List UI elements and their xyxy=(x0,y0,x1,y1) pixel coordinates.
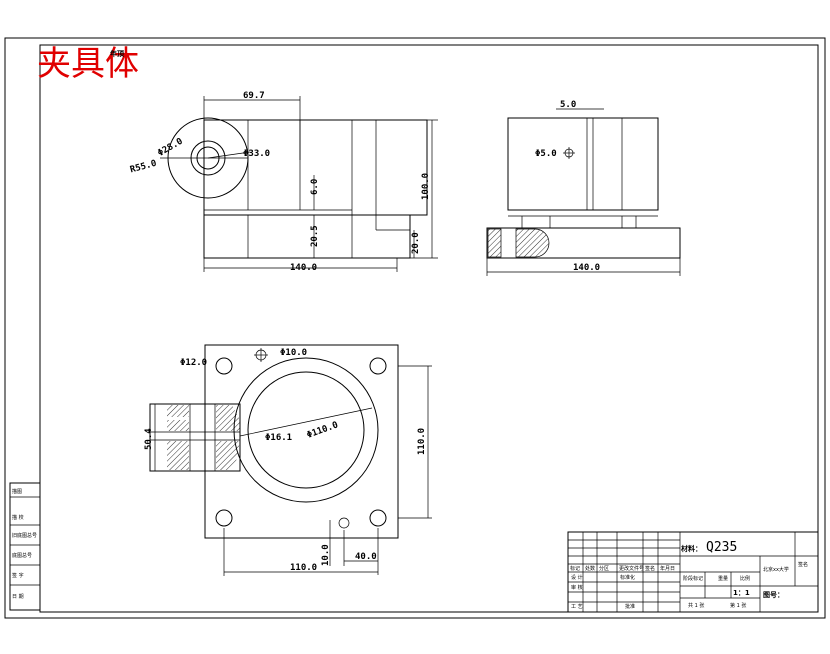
company-name: 北京xx大学 xyxy=(763,566,789,573)
dim-r55: R55.0 xyxy=(129,159,158,176)
strip-label-5: 签 字 xyxy=(12,572,24,579)
dim-504: 50.4 xyxy=(144,428,154,450)
dim-110-vertical: 110.0 xyxy=(417,428,427,455)
pin-hole-bottom xyxy=(338,517,350,529)
strip-label-6: 日 期 xyxy=(12,594,24,600)
corner-tag: 年顶 xyxy=(110,49,124,58)
strip-label-4: 底图总号 xyxy=(12,552,32,559)
dim-d5: Φ5.0 xyxy=(535,149,557,159)
part-title: 夹具体 xyxy=(37,44,139,84)
dim-d110: Φ110.0 xyxy=(306,420,340,441)
side-hatch-right xyxy=(515,228,550,258)
stage-label: 阶段标记 xyxy=(683,575,703,582)
strip-label-2: 描 校 xyxy=(12,514,24,521)
bolt-hole-bl xyxy=(215,509,233,527)
top-ring-inner xyxy=(247,371,365,489)
tb-header-2: 处数 xyxy=(585,565,595,572)
outer-border xyxy=(4,37,826,619)
tb-header-3: 分区 xyxy=(599,565,609,572)
tb-row-review: 审 核 xyxy=(571,584,583,591)
top-hatch-5 xyxy=(216,441,240,470)
front-upper-body xyxy=(203,119,428,216)
left-binding-strip: 描图 描 校 旧底图总号 底图总号 签 字 日 期 xyxy=(9,482,41,611)
dim-slot: 5.0 xyxy=(560,100,576,110)
dim-h205: 20.5 xyxy=(310,225,320,247)
dim-d10: Φ10.0 xyxy=(280,348,307,358)
side-base xyxy=(486,227,681,259)
top-hatch-2 xyxy=(167,420,189,431)
sheet-total: 共 1 张 xyxy=(688,602,704,609)
top-base-plate xyxy=(204,344,399,539)
tb-row-process: 工 艺 xyxy=(571,604,583,610)
side-upper-body xyxy=(507,117,659,211)
strip-label-1: 描图 xyxy=(12,488,22,495)
tb-header-4: 更改文件号 xyxy=(619,565,644,572)
bolt-hole-tl xyxy=(215,357,233,375)
tb-row-design: 设 计 xyxy=(571,574,583,581)
top-ring-outer xyxy=(233,357,379,503)
bolt-hole-tr xyxy=(369,357,387,375)
drawing-number: 图号： xyxy=(763,590,784,599)
dim-h100: 100.0 xyxy=(421,173,431,200)
front-view: 69.7 Φ28.0 R55.0 Φ33.0 6.0 20.5 100.0 20… xyxy=(129,91,438,273)
scale-value: 1：1 xyxy=(733,589,750,597)
sheet-number: 第 1 张 xyxy=(730,602,746,609)
dim-front-len: 140.0 xyxy=(290,263,317,273)
top-view: Φ12.0 Φ10.0 50.4 Φ16.1 Φ110.0 110.0 10.0… xyxy=(144,344,432,576)
dim-d28: Φ28.0 xyxy=(156,137,184,159)
material-label: 材料： xyxy=(680,544,702,553)
inner-border xyxy=(39,44,819,613)
dim-110-horizontal: 110.0 xyxy=(290,563,317,573)
tb-header-1: 标记 xyxy=(570,565,580,572)
tb-row-standard: 标准化 xyxy=(620,574,635,581)
top-hatch-4 xyxy=(216,405,240,431)
strip-label-3: 旧底图总号 xyxy=(12,532,37,539)
tb-header-5: 签名 xyxy=(645,565,655,572)
bolt-hole-br xyxy=(369,509,387,527)
dim-h20: 20.0 xyxy=(411,232,421,254)
side-hatch-left xyxy=(487,228,502,258)
material-value: Q235 xyxy=(706,540,737,555)
dim-side-len: 140.0 xyxy=(573,263,600,273)
title-block: 标记 处数 分区 更改文件号 签名 年月日 设 计 标准化 审 核 工 艺 批准… xyxy=(567,531,819,613)
tb-header-6: 年月日 xyxy=(660,565,675,572)
clamp-boss xyxy=(149,403,241,472)
weight-label: 重量 xyxy=(718,575,728,582)
side-view: Φ5.0 5.0 140.0 xyxy=(486,100,681,276)
dim-40: 40.0 xyxy=(355,552,377,562)
dim-d12: Φ12.0 xyxy=(180,358,207,368)
dim-width-top: 69.7 xyxy=(243,91,265,101)
dim-gap: 6.0 xyxy=(310,179,320,195)
top-hatch-1 xyxy=(167,405,189,417)
dim-d33: Φ33.0 xyxy=(243,149,270,159)
signature-cell: 签名 xyxy=(798,561,808,568)
top-hatch-3 xyxy=(167,441,189,470)
tb-row-approve: 批准 xyxy=(625,603,635,610)
front-base xyxy=(203,214,411,259)
dim-10: 10.0 xyxy=(321,544,331,566)
scale-label: 比例 xyxy=(740,575,750,582)
dim-d161: Φ16.1 xyxy=(265,433,292,443)
